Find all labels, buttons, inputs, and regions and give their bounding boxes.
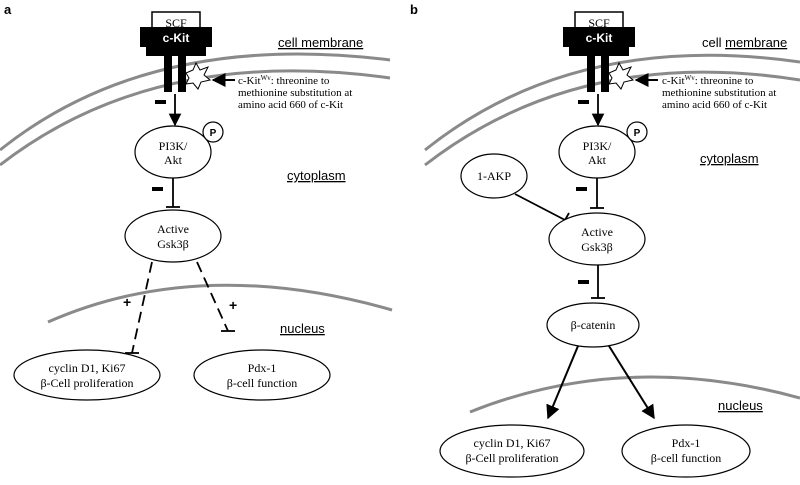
cyclin-label-b-2: β-Cell proliferation [465,451,558,465]
nucleus-label-b: nucleus [718,398,763,413]
panel-b: b SCF c-Kit cell membrane c-KitWv: threo… [410,2,800,478]
mutation-text-b-1: c-KitWv: threonine to [662,74,754,87]
ckit-tm-right [178,55,186,92]
minus-sign-b-3 [578,280,589,284]
pdx-label-b-1: Pdx-1 [672,436,701,450]
pi3k-label-1: PI3K/ [159,139,188,153]
mutation-text-b-2: methionine substitution at [662,87,776,99]
phospho-badge [202,121,224,143]
membrane-inner-b [424,70,800,167]
membrane-label: cell membrane [278,35,363,50]
cytoplasm-label: cytoplasm [287,168,346,183]
pdx-label-1: Pdx-1 [248,361,277,375]
dashed-inhibit-pdx [196,261,229,332]
scf-label: SCF [165,16,187,30]
ckit-label: c-Kit [163,31,190,45]
membrane-outer [0,52,391,152]
dashed-inhibit-cyclin [131,261,153,354]
cyclin-label-b-1: cyclin D1, Ki67 [474,436,551,450]
ckit-stalk [146,47,206,56]
akp-node [460,153,528,199]
nuclear-membrane [47,283,393,324]
pdx-node-b [621,424,751,478]
cyclin-node-b [439,424,585,478]
mutation-burst-icon [185,61,212,90]
panel-label-a: a [4,2,12,17]
ckit-receptor [140,27,212,47]
pi3k-label-b-2: Akt [588,153,607,167]
plus-sign-1: + [123,294,131,310]
phospho-label-b: P [634,128,641,139]
ckit-label-b: c-Kit [586,31,613,45]
arrow-catenin-cyclin [546,345,579,420]
mutation-text-2: methionine substitution at [238,87,352,99]
mutation-text-1: c-KitWv: threonine to [238,74,330,87]
akp-label: 1-AKP [477,169,511,183]
minus-sign-1 [155,100,166,104]
gsk3b-node-b [548,212,646,266]
panel-a: a SCF c-Kit cell membrane c-KitWv: threo… [0,2,393,401]
pdx-label-b-2: β-cell function [651,451,721,465]
ckit-tm-left-b [587,55,595,92]
cyclin-label-2: β-Cell proliferation [40,376,133,390]
minus-sign-2 [152,187,163,191]
mutation-burst-icon-b [608,61,635,90]
cyclin-label-1: cyclin D1, Ki67 [49,361,126,375]
gsk-label-2: Gsk3β [157,237,188,251]
pi3k-label-b-1: PI3K/ [583,139,612,153]
pdx-node [193,349,331,401]
scf-label-b: SCF [588,16,610,30]
arrow-catenin-pdx [608,345,655,420]
cytoplasm-label-b: cytoplasm [700,151,759,166]
minus-sign-b-1 [578,100,589,104]
pi3k-label-2: Akt [164,153,183,167]
gsk-label-1: Active [157,222,189,236]
ckit-tm-right-b [601,55,609,92]
phospho-badge-b [626,121,648,143]
ckit-receptor-b [563,27,635,47]
catenin-node [546,302,640,348]
gsk-label-b-2: Gsk3β [581,240,612,254]
minus-sign-b-2 [576,187,587,191]
phospho-label: P [210,128,217,139]
pdx-label-2: β-cell function [227,376,297,390]
ckit-stalk-b [569,47,629,56]
ckit-tm-left [164,55,172,92]
cyclin-node [13,349,161,401]
mutation-text-3: amino acid 660 of c-Kit [238,99,343,111]
gsk3b-node [124,209,222,263]
nucleus-label: nucleus [280,321,325,336]
plus-sign-2: + [229,297,237,313]
inhibit-akp-gsk [514,193,566,221]
catenin-label: β-catenin [571,318,616,332]
nuclear-membrane-b [469,375,800,414]
mutation-text-b-3: amino acid 660 of c-Kit [662,99,767,111]
gsk-label-b-1: Active [581,225,613,239]
panel-label-b: b [410,2,418,17]
membrane-label-b: cell membrane [702,35,787,50]
membrane-inner [0,69,391,167]
